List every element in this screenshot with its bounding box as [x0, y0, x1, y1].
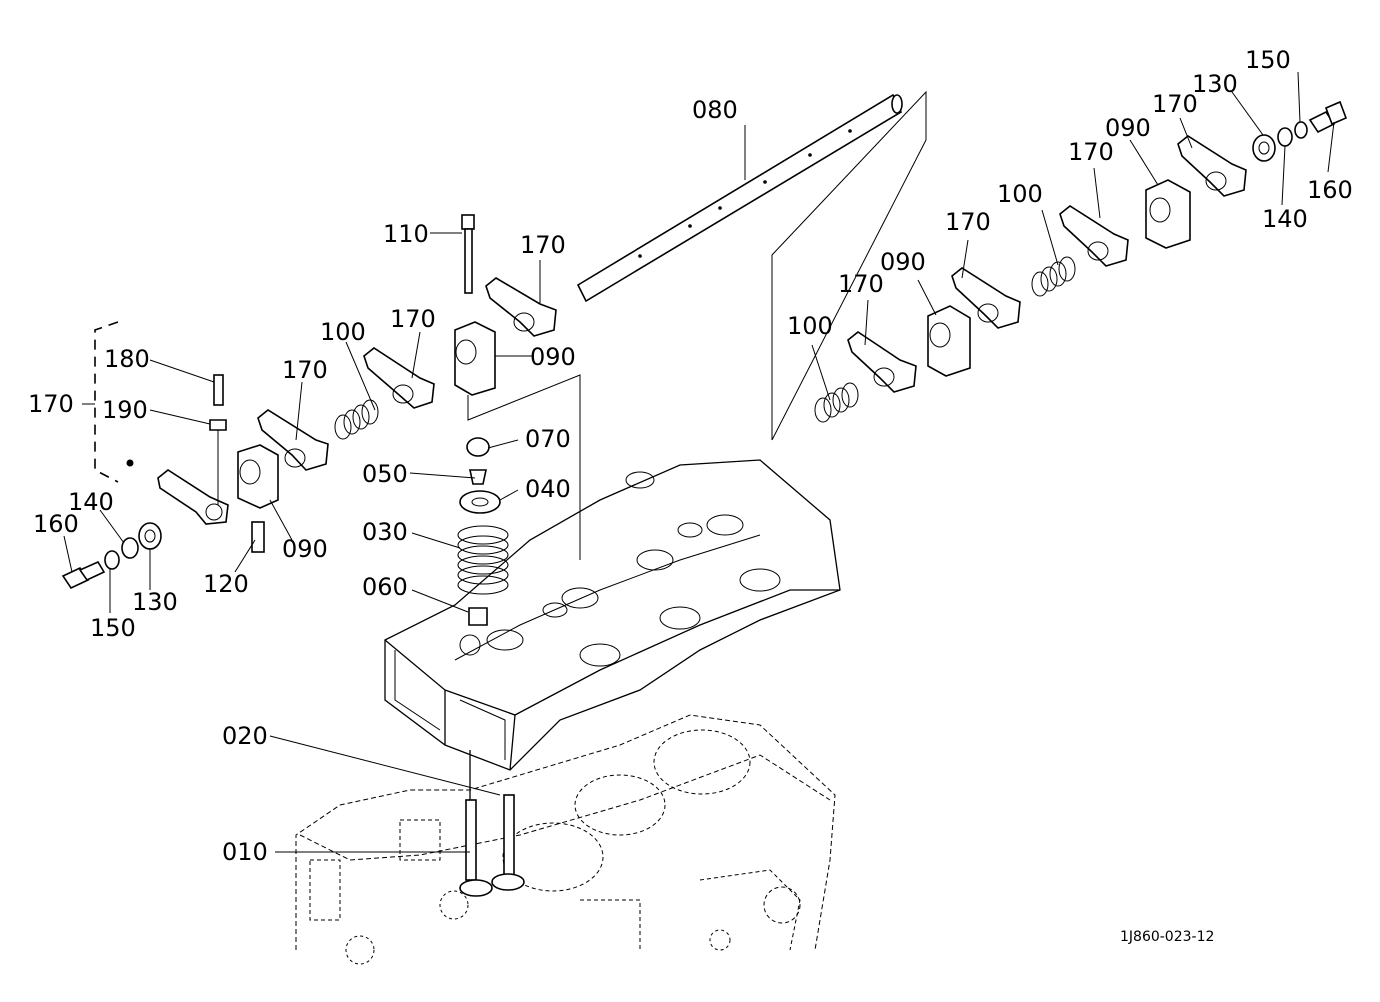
callout-170: 170 [945, 208, 991, 236]
callout-170: 170 [1152, 90, 1198, 118]
callout-060: 060 [362, 573, 408, 601]
callout-170: 170 [282, 356, 328, 384]
callout-170: 170 [1068, 138, 1114, 166]
callout-labels: 080 110 170 100 170 090 170 180 170 190 … [28, 46, 1353, 866]
callout-090: 090 [530, 343, 576, 371]
valves [459, 750, 525, 897]
callout-090: 090 [880, 248, 926, 276]
cylinder-block [295, 714, 836, 965]
callout-100: 100 [320, 318, 366, 346]
right-rocker-assembly [814, 100, 1348, 423]
callout-120: 120 [203, 570, 249, 598]
callout-150: 150 [1245, 46, 1291, 74]
callout-100: 100 [787, 312, 833, 340]
cylinder-head [384, 459, 841, 771]
callout-020: 020 [222, 722, 268, 750]
callout-170: 170 [520, 231, 566, 259]
callout-130: 130 [132, 588, 178, 616]
callout-110: 110 [383, 220, 429, 248]
callout-160: 160 [1307, 176, 1353, 204]
callout-150: 150 [90, 614, 136, 642]
callout-170: 170 [390, 305, 436, 333]
callout-010: 010 [222, 838, 268, 866]
callout-040: 040 [525, 475, 571, 503]
callout-050: 050 [362, 460, 408, 488]
rocker-shaft [576, 93, 903, 303]
callout-160: 160 [33, 510, 79, 538]
group-brackets [82, 90, 927, 560]
callout-090: 090 [1105, 114, 1151, 142]
callout-180: 180 [104, 345, 150, 373]
drawing-code: 1J860-023-12 [1120, 929, 1214, 945]
left-rocker-assembly [61, 214, 557, 590]
callout-170: 170 [838, 270, 884, 298]
callout-170-group: 170 [28, 390, 74, 418]
callout-130: 130 [1192, 70, 1238, 98]
callout-190: 190 [102, 396, 148, 424]
leader-lines [63, 71, 1335, 853]
valve-spring-assembly [457, 437, 509, 626]
callout-090: 090 [282, 535, 328, 563]
callout-070: 070 [525, 425, 571, 453]
callout-080: 080 [692, 96, 738, 124]
callout-100: 100 [997, 180, 1043, 208]
callout-030: 030 [362, 518, 408, 546]
callout-140: 140 [68, 488, 114, 516]
callout-140: 140 [1262, 205, 1308, 233]
